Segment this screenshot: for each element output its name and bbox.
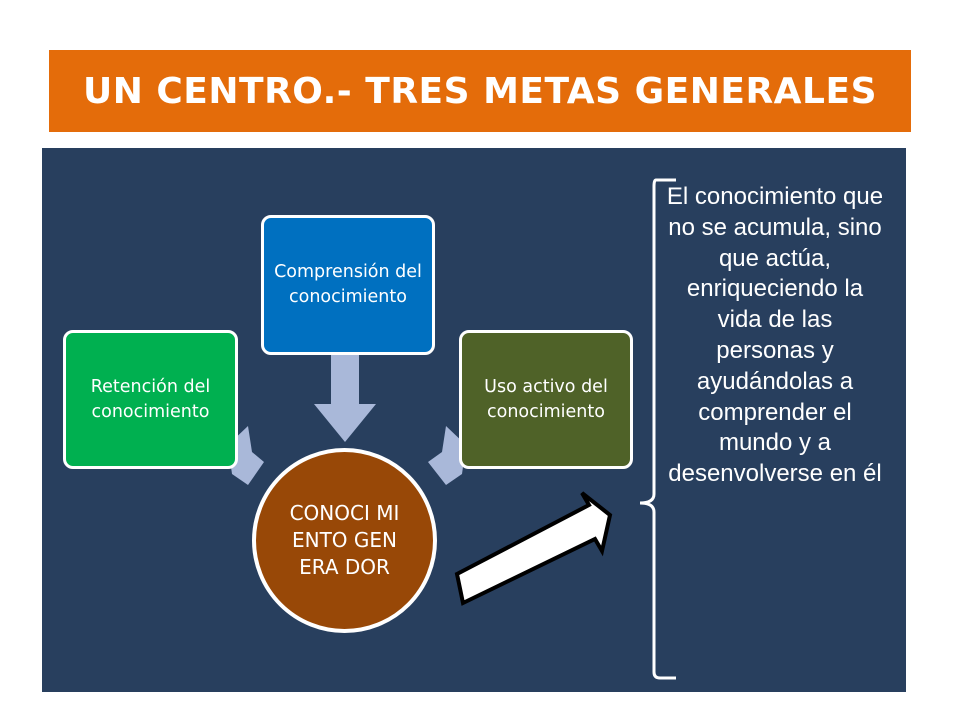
- comprehension-connector-arrow: [314, 355, 376, 442]
- comprehension-goal-label: Comprensión del conocimiento: [274, 262, 422, 307]
- curly-brace-icon: [639, 178, 676, 680]
- white-arrow-icon: [454, 491, 613, 606]
- center-circle: CONOCI MIENTO GENERA DOR: [252, 448, 437, 633]
- center-label: CONOCI MIENTO GENERA DOR: [289, 501, 400, 579]
- comprehension-goal-box: Comprensión del conocimiento: [261, 215, 435, 355]
- active-use-goal-label: Uso activo del conocimiento: [484, 376, 608, 422]
- slide-title: UN CENTRO.- TRES METAS GENERALES: [82, 70, 877, 112]
- retention-goal-label: Retención del conocimiento: [90, 376, 211, 422]
- active-use-goal-box: Uso activo del conocimiento: [459, 330, 633, 469]
- title-banner: UN CENTRO.- TRES METAS GENERALES: [49, 50, 911, 132]
- active-use-connector-arrow: [428, 426, 466, 485]
- quote-text: El conocimiento que no se acumula, sino …: [666, 183, 884, 488]
- retention-goal-box: Retención del conocimiento: [63, 330, 238, 469]
